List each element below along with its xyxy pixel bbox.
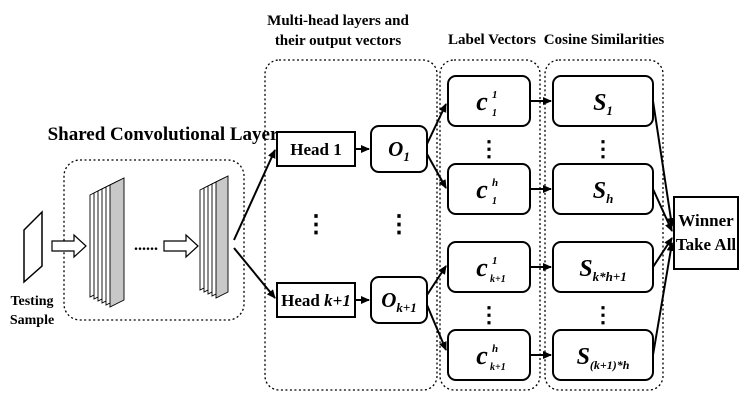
svg-text:1: 1 [492,196,497,207]
similarities-dots-top: ⋮ [592,136,614,161]
shared-conv-group [63,159,245,321]
arrow-ok1-to-ch-k1 [426,304,447,351]
similarity-s-1: S1 [552,75,654,127]
output-ok1-label: Ok+1 [381,288,417,315]
conv-dots-horizontal: ...... [134,237,158,254]
heads-dots-vertical: ⋮ [304,212,328,238]
svg-text:1: 1 [492,255,498,267]
outputs-dots-vertical: ⋮ [387,212,411,238]
head-k1-label: Head k+1 [281,291,351,310]
feature-map-stack-1-icon [89,177,125,308]
label-vector-c-1-1: c 1 1 [447,75,531,127]
svg-text:1: 1 [492,108,497,119]
head-1-label: Head 1 [290,140,341,159]
output-o1-box [370,125,428,173]
arrow-o1-to-c1-1 [426,103,447,145]
svg-text:c: c [476,341,488,370]
shared-conv-layer-label: Shared Convolutional Layer [48,124,279,145]
arrow-sk1h-to-winner [652,242,675,356]
svg-text:c: c [476,253,488,282]
testing-sample-label-1: Testing [10,294,53,309]
label-vector-c-h-1: c h 1 [447,163,531,215]
hollow-arrow-icon-1 [51,233,87,259]
svg-text:S(k+1)*h: S(k+1)*h [577,344,630,372]
label-vector-c-1-k1: c 1 k+1 [447,241,531,293]
arrow-sh-to-winner [652,188,673,232]
arrow-to-head-1 [233,149,276,241]
header-label-vectors: Label Vectors [448,32,536,48]
svg-text:Sk*h+1: Sk*h+1 [579,256,627,284]
cosine-similarities-group [544,59,664,391]
arrow-to-head-k1 [233,247,276,299]
output-o1-label: O1 [388,137,410,164]
output-ok1-box [370,276,428,324]
label-vectors-dots-bottom: ⋮ [478,302,500,327]
multi-head-group [264,59,438,391]
winner-take-all-box [673,196,739,270]
winner-label-2: Take All [676,235,737,254]
header-multi-head-line2: their output vectors [275,33,402,49]
similarity-s-h: Sh [552,163,654,215]
label-vectors-dots-top: ⋮ [478,136,500,161]
svg-text:c: c [476,175,488,204]
arrow-s1-to-winner [652,100,675,227]
hollow-arrow-icon-2 [163,233,199,259]
svg-text:h: h [492,177,498,189]
similarities-dots-bottom: ⋮ [592,302,614,327]
svg-text:c: c [476,87,488,116]
svg-text:Sh: Sh [593,178,614,206]
svg-text:h: h [492,343,498,355]
svg-text:k+1: k+1 [490,362,506,373]
testing-sample-icon [23,210,43,284]
arrow-o1-to-ch-1 [426,153,447,189]
testing-sample-label-2: Sample [10,313,54,328]
svg-text:k+1: k+1 [490,274,506,285]
arrow-ok1-to-c1-k1 [426,265,447,296]
similarity-s-k1h: S(k+1)*h [552,329,654,381]
feature-map-stack-2-icon [199,175,229,299]
header-cosine-similarities: Cosine Similarities [544,32,665,48]
label-vectors-group [439,59,541,391]
label-vector-c-h-k1: c h k+1 [447,329,531,381]
svg-text:1: 1 [492,89,498,101]
winner-label-1: Winner [678,211,734,230]
header-multi-head-line1: Multi-head layers and [267,13,409,29]
svg-text:S1: S1 [593,90,613,118]
head-k1-box [276,282,356,318]
similarity-s-kh1: Sk*h+1 [552,241,654,293]
